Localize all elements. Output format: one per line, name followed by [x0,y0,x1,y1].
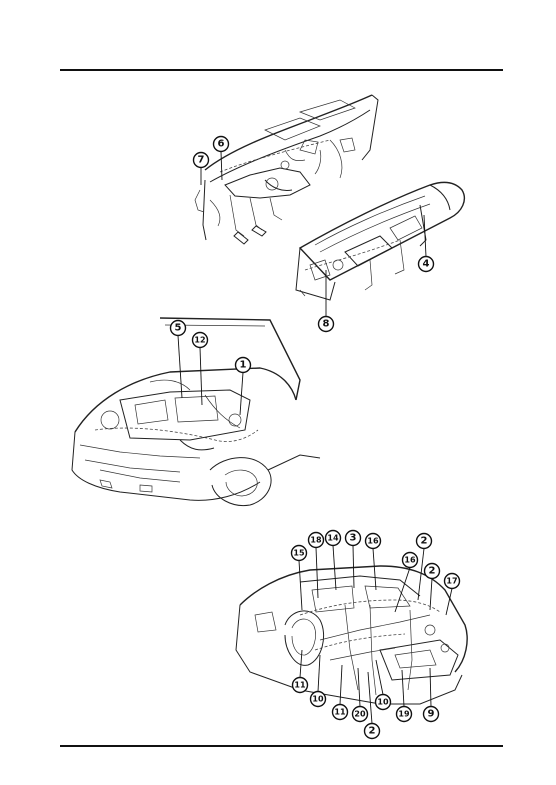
svg-text:10: 10 [312,695,324,704]
engine-compartment-illustration [71,317,321,507]
svg-text:6: 6 [218,139,225,150]
svg-text:9: 9 [428,709,435,720]
callout-9: 9 [422,705,440,723]
callout-7: 7 [192,151,210,169]
svg-text:5: 5 [175,323,182,334]
top-rule [60,69,503,71]
dashboard-harness-illustration [194,94,379,245]
callout-10-left: 10 [309,690,327,708]
svg-text:19: 19 [398,710,410,719]
svg-text:20: 20 [354,710,366,719]
bottom-rule [60,745,503,747]
svg-text:11: 11 [294,681,306,690]
callout-2-right: 2 [423,562,441,580]
svg-text:2: 2 [421,536,428,547]
callout-11-right: 11 [331,703,349,721]
svg-text:17: 17 [446,577,457,586]
callout-11-left: 11 [291,676,309,694]
callout-16-top: 16 [364,532,382,550]
svg-text:1: 1 [240,360,247,371]
callout-5: 5 [169,319,187,337]
svg-text:16: 16 [404,556,416,565]
dashboard-passenger-illustration [295,181,466,301]
callout-8: 8 [317,315,335,333]
svg-text:8: 8 [323,319,330,330]
callout-2-bottom: 2 [363,722,381,740]
svg-text:18: 18 [310,536,322,545]
svg-text:7: 7 [198,155,205,166]
callout-2-top: 2 [415,532,433,550]
svg-text:2: 2 [369,726,376,737]
callout-12: 12 [191,331,209,349]
callout-16-right: 16 [401,551,419,569]
svg-text:4: 4 [423,259,430,270]
svg-text:3: 3 [350,533,357,544]
svg-text:12: 12 [194,336,205,345]
svg-text:14: 14 [327,534,339,543]
callout-4: 4 [417,255,435,273]
callout-6: 6 [212,135,230,153]
callout-10-right: 10 [374,693,392,711]
callout-1: 1 [234,356,252,374]
callout-15: 15 [290,544,308,562]
svg-text:15: 15 [293,549,305,558]
svg-text:2: 2 [429,566,436,577]
callout-14: 14 [324,529,342,547]
callout-20: 20 [351,705,369,723]
callout-18: 18 [307,531,325,549]
callout-3: 3 [344,529,362,547]
svg-text:10: 10 [377,698,389,707]
car-body-illustration [235,565,468,705]
svg-text:16: 16 [367,537,379,546]
callout-19: 19 [395,705,413,723]
callout-17: 17 [443,572,461,590]
svg-text:11: 11 [334,708,346,717]
